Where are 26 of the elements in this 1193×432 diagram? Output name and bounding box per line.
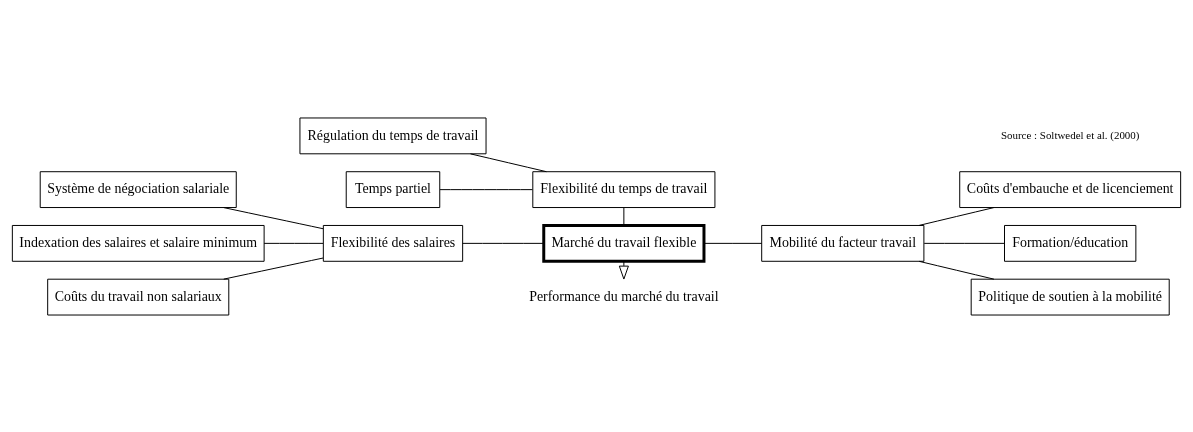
connector bbox=[470, 152, 547, 172]
node-box: Flexibilité du temps de travail bbox=[532, 170, 716, 208]
connector bbox=[923, 242, 1005, 244]
connector bbox=[439, 188, 533, 190]
node-text: Performance du marché du travail bbox=[529, 288, 719, 304]
node-box: Coûts du travail non salariaux bbox=[47, 278, 230, 315]
node-box: Système de négociation salariale bbox=[39, 170, 237, 208]
node-box: Indexation des salaires et salaire minimum bbox=[11, 224, 265, 262]
connector bbox=[623, 206, 625, 226]
node-box: Coûts d'embauche et de licenciement bbox=[959, 170, 1182, 208]
node-box: Politique de soutien à la mobilité bbox=[970, 278, 1170, 315]
connector bbox=[223, 257, 324, 280]
connector bbox=[263, 242, 324, 244]
connector bbox=[703, 242, 763, 244]
connector bbox=[918, 206, 995, 226]
connector bbox=[223, 206, 324, 229]
node-box: Formation/éducation bbox=[1004, 224, 1137, 262]
connector bbox=[462, 242, 544, 244]
node-box: Régulation du temps de travail bbox=[299, 117, 487, 154]
connector bbox=[918, 260, 995, 280]
label: Source : Soltwedel et al. (2000) bbox=[1000, 128, 1140, 141]
arrow bbox=[618, 260, 629, 280]
node-box: Marché du travail flexible bbox=[542, 223, 706, 263]
node-box: Temps partiel bbox=[345, 170, 441, 208]
node-box: Flexibilité des salaires bbox=[322, 224, 464, 262]
node-box: Mobilité du facteur travail bbox=[761, 224, 925, 262]
